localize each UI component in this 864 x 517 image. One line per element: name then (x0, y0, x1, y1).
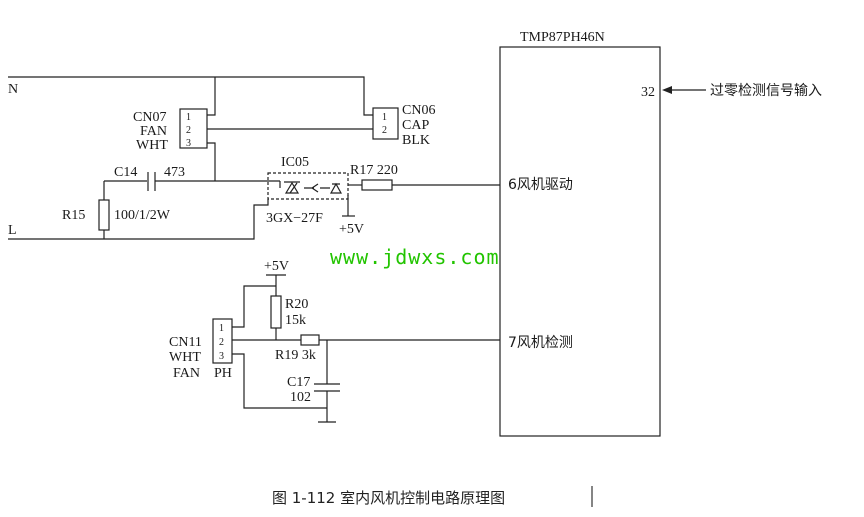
cn07-pin1-wire (207, 77, 216, 116)
zero-cross-arrowhead (662, 86, 672, 94)
r19-resistor (300, 334, 320, 346)
l-line (8, 199, 269, 240)
r20-ref: R20 (285, 297, 308, 312)
cn11-pin-3: 3 (219, 351, 224, 362)
r17-resistor (361, 179, 393, 191)
cn11-pin-1: 1 (219, 323, 224, 334)
mcu-pin-7-label: 7风机检测 (508, 335, 573, 351)
c14-value: 473 (164, 165, 185, 180)
zero-cross-label: 过零检测信号输入 (710, 83, 822, 99)
plus5v-label: +5V (264, 259, 289, 274)
ic05-triac-symbol (284, 181, 300, 194)
c17-ref: C17 (287, 375, 310, 390)
r19-label: R19 3k (275, 348, 316, 363)
r20-resistor (270, 295, 282, 329)
cn11-pin1-wire (232, 285, 276, 328)
r15-resistor (98, 199, 110, 231)
cn07-color: WHT (136, 138, 168, 153)
cn11-ref: CN11 (169, 335, 202, 350)
r20-value: 15k (285, 313, 306, 328)
cn06-color: BLK (402, 133, 430, 148)
cn06-ref: CN06 (402, 103, 435, 118)
c14-ref: C14 (114, 165, 137, 180)
ic05-ref: IC05 (281, 155, 309, 170)
n-line-label: N (8, 82, 18, 97)
mcu-pin-6-label: 6风机驱动 (508, 177, 573, 193)
cn07-pin3-wire (207, 142, 216, 181)
cn11-type: PH (214, 366, 232, 381)
cn11-pin-2: 2 (219, 337, 224, 348)
cn07-func: FAN (140, 124, 167, 139)
n-line (8, 76, 373, 116)
cn11-func: FAN (173, 366, 200, 381)
ic05-vcc-label: +5V (339, 222, 364, 237)
cn06-pin-2: 2 (382, 125, 387, 136)
r15-ref: R15 (62, 208, 85, 223)
watermark: www.jdwxs.com (330, 245, 500, 269)
r17-label: R17 220 (350, 163, 398, 178)
cn06-connector (372, 107, 399, 140)
cn07-ref: CN07 (133, 110, 166, 125)
c17-value: 102 (290, 390, 311, 405)
l-line-label: L (8, 223, 17, 238)
ic05-part: 3GX−27F (266, 211, 323, 226)
mcu-block (499, 46, 661, 437)
cn07-pin-2: 2 (186, 125, 191, 136)
cn11-pin3-wire (232, 353, 327, 409)
ic05-led-arrows (304, 183, 330, 193)
cn07-connector (179, 108, 208, 149)
r15-value: 100/1/2W (114, 208, 171, 223)
mcu-pin-32: 32 (641, 85, 655, 100)
ic05-led-symbol (329, 182, 343, 194)
cn06-pin-1: 1 (382, 112, 387, 123)
mcu-name: TMP87PH46N (520, 30, 605, 45)
figure-caption: 图 1-112 室内风机控制电路原理图 (272, 489, 505, 507)
cn06-func: CAP (402, 118, 429, 133)
ic05-package (267, 172, 349, 200)
cn07-pin-3: 3 (186, 138, 191, 149)
cn07-pin-1: 1 (186, 112, 191, 123)
cn11-color: WHT (169, 350, 201, 365)
cn11-connector (212, 318, 233, 364)
